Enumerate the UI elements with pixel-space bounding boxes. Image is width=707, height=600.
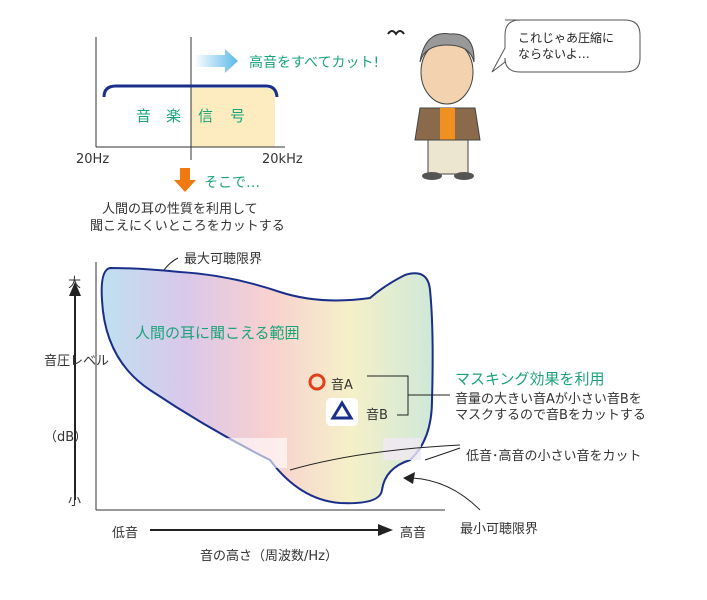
man-illustration: [387, 30, 481, 180]
audible-range: [100, 266, 434, 505]
speech-bubble: [491, 19, 641, 73]
signal-char: 信: [198, 107, 214, 125]
masking-title: マスキング効果を利用: [455, 370, 605, 388]
speech-line: ならないよ…: [518, 47, 590, 61]
sound-a-label: 音A: [331, 378, 353, 393]
y-axis-arrow-icon: [69, 282, 81, 296]
speech-line: これじゃあ圧縮に: [518, 31, 615, 45]
masking-desc: 音量の大きい音Aが小さい音Bを: [455, 392, 642, 407]
y-big-label: 大: [68, 276, 82, 291]
y-axis-unit: （dB）: [44, 430, 88, 445]
cut-region: [191, 88, 275, 147]
desc-line: 聞こえにくいところをカットする: [90, 219, 285, 234]
x-high-label: 高音: [400, 526, 427, 541]
min-threshold-label: 最小可聴限界: [460, 522, 539, 537]
signal-char: 音: [136, 107, 152, 125]
right-arrow-icon: [194, 49, 238, 73]
x-min-label: 20Hz: [76, 152, 110, 167]
x-axis-label: 音の高さ（周波数/Hz）: [200, 549, 338, 564]
max-threshold-label: 最大可聴限界: [184, 252, 263, 267]
triangle-icon: [330, 400, 354, 420]
down-arrow-icon: [174, 168, 196, 192]
sound-b-label: 音B: [366, 408, 388, 423]
x-axis-arrow-icon: [378, 524, 393, 536]
circle-icon: [308, 373, 326, 391]
x-max-label: 20kHz: [262, 152, 303, 167]
range-label: 人間の耳に聞こえる範囲: [135, 324, 300, 342]
x-low-label: 低音: [112, 526, 139, 541]
signal-curve: [102, 84, 279, 98]
so-label: そこで…: [204, 175, 260, 191]
cut-label: 低音･高音の小さい音をカット: [466, 449, 642, 464]
y-small-label: 小: [68, 494, 82, 509]
y-axis-label: 音圧レベル: [44, 354, 110, 369]
signal-char: 号: [230, 107, 246, 125]
masking-desc: マスクするので音Bをカットする: [455, 408, 646, 423]
desc-line: 人間の耳の性質を利用して: [102, 202, 258, 217]
signal-char: 楽: [166, 107, 182, 125]
high-cut-label: 高音をすべてカット!: [249, 55, 380, 71]
